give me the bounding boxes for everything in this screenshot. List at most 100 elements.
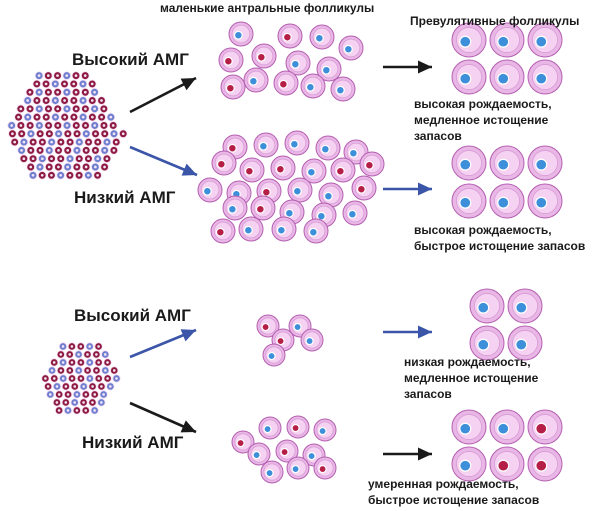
reserve-oocyte-core [61,377,65,380]
reserve-oocyte-core [66,149,70,152]
reserve-oocyte-core [11,132,14,136]
outcome-top-high: высокая рождаемость, медленное истощение… [414,97,552,143]
reserve-oocyte-core [70,345,74,348]
reserve-oocyte-core [46,385,50,388]
reserve-oocyte-core [114,140,118,144]
reserve-oocyte-core [46,74,50,77]
reserve-oocyte-core [96,173,99,177]
blue-oocyte [293,322,302,332]
reserve-oocyte-core [79,345,83,348]
blue-oocyte [289,139,299,149]
blue-oocyte [459,35,472,48]
reserve-oocyte-core [29,132,33,136]
antral-follicle-top-low-18 [250,195,276,221]
blue-oocyte [263,424,272,434]
red-oocyte [261,187,271,197]
blue-oocyte [323,191,333,201]
reserve-oocyte-core [40,157,44,161]
reserve-oocyte-core [84,149,88,152]
blue-oocyte [227,204,237,214]
arrows [129,60,432,461]
blue-oocyte [459,196,472,209]
reserve-oocyte-core [74,74,78,77]
blue-oocyte [291,464,300,474]
antral-follicle-top-low-7 [270,155,296,181]
label-bottom-high-amg: Высокий АМГ [74,306,191,325]
antral-follicle-top-low-17 [222,195,248,221]
reserve-oocyte-core [31,157,35,161]
reserve-oocyte-core [37,124,41,127]
blue-oocyte [535,72,548,85]
reserve-oocyte-core [54,115,57,119]
blue-oocyte [233,30,243,40]
red-oocyte [244,166,254,176]
reserve-oocyte-core [57,409,61,412]
reserve-oocyte-core [105,157,109,161]
reserve-oocyte-core [91,115,94,119]
preovulatory-top-low-4 [489,183,525,219]
blue-oocyte [477,301,490,314]
reserve-oocyte-core [102,393,105,396]
reserve-oocyte-core [93,409,96,412]
reserve-oocyte-core [47,149,51,152]
label-bottom-low-amg: Низкий АМГ [82,433,184,452]
blue-oocyte [335,85,345,95]
antral-follicle-bottom-low-3 [313,418,337,442]
reserve-oocyte-core [19,107,23,111]
reserve-oocyte-core [111,124,115,127]
reserve-oocyte-core [87,140,90,144]
reserve-oocyte-core [86,353,89,356]
reserve-oocyte-core [68,173,72,177]
antral-follicle-bottom-low-9 [313,456,337,480]
blue-oocyte [267,351,276,361]
reserve-oocyte-core [53,82,57,86]
reserve-oocyte-core [66,165,70,169]
antral-follicle-top-low-22 [210,218,236,244]
reserve-oocyte-core [56,124,60,127]
red-oocyte [255,204,265,214]
reserve-oocyte-core [38,149,42,152]
preovulatory-top-low-3 [451,183,487,219]
blue-oocyte [497,422,510,435]
antral-follicle-bottom-high-3 [300,328,324,352]
antral-follicle-top-high-2 [309,24,335,50]
reserve-oocyte-core [121,132,125,136]
reserve-oocyte-core [103,353,107,356]
reserve-oocyte-core [19,124,23,127]
reserve-oocyte-core [59,157,63,161]
red-oocyte [282,32,292,42]
preovulatory-top-high-5 [527,59,563,95]
antral-follicle-bottom-high-4 [262,343,286,367]
reserve-oocyte-core [26,99,30,102]
blue-oocyte [248,76,258,86]
reserve-oocyte-core [93,165,97,169]
reserve-oocyte-core [79,361,83,364]
reserve-oocyte-core [20,149,23,152]
arrow-bottom-low-amg [129,401,197,434]
antral-follicle-top-high-1 [277,23,303,49]
blue-oocyte [459,459,472,472]
blue-oocyte [321,65,331,75]
red-oocyte [225,83,235,93]
reserve-oocyte-core [82,401,85,404]
blue-oocyte [459,158,472,171]
reserve-oocyte-core [81,82,85,86]
reserve-oocyte-core [65,74,69,77]
reserve-oocyte-core [29,165,33,169]
red-oocyte [535,422,548,435]
reserve-oocyte-core [105,140,109,144]
reserve-oocyte-core [48,393,52,396]
antral-follicle-top-low-1 [253,132,279,158]
reserve-oocyte-core [112,149,116,152]
reserve-oocyte-core [17,115,20,119]
reserve-oocyte-core [63,115,67,119]
antral-follicle-top-low-5 [211,150,237,176]
reserve-oocyte-core [10,124,14,127]
reserve-oocyte-core [13,140,17,144]
reserve-oocyte-core [83,74,87,77]
antral-follicle-top-high-11 [330,76,356,102]
reserve-oocyte-core [72,99,76,102]
blue-oocyte [343,44,353,54]
reserve-oocyte-core [73,385,77,388]
reserve-oocyte-core [90,99,94,102]
